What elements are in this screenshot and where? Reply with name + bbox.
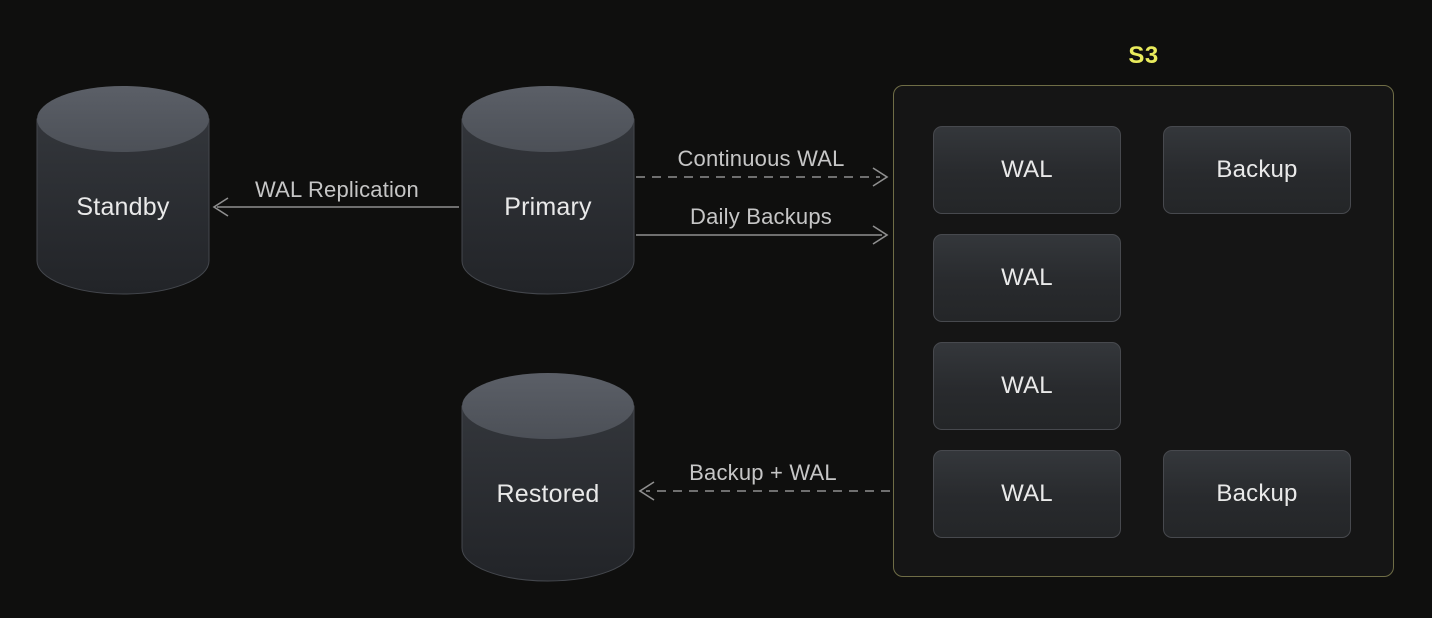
s3-item-backup-1: Backup [1163,126,1351,214]
s3-item-wal-2: WAL [933,234,1121,322]
database-cylinder-icon [461,373,635,582]
arrow-label-wal-replication: WAL Replication [255,177,419,202]
s3-item-wal-3: WAL [933,342,1121,430]
database-cylinder-icon [36,86,210,295]
s3-item-wal-4: WAL [933,450,1121,538]
node-label-standby: Standby [76,193,170,221]
s3-title: S3 [1128,42,1159,69]
s3-item-backup-2: Backup [1163,450,1351,538]
arrow-daily-backups [636,225,889,245]
arrow-label-daily-backups: Daily Backups [690,204,832,229]
database-cylinder-icon [461,86,635,295]
node-restored: Restored [461,372,635,582]
node-label-primary: Primary [504,193,592,221]
s3-item-wal-1: WAL [933,126,1121,214]
arrow-label-backup-wal: Backup + WAL [689,460,837,485]
arrow-backup-wal [638,481,890,501]
arrow-label-continuous-wal: Continuous WAL [677,146,845,171]
node-label-restored: Restored [496,480,600,508]
node-primary: Primary [461,85,635,295]
arrow-wal-replication [212,197,459,217]
node-standby: Standby [36,85,210,295]
arrow-continuous-wal [636,167,889,187]
